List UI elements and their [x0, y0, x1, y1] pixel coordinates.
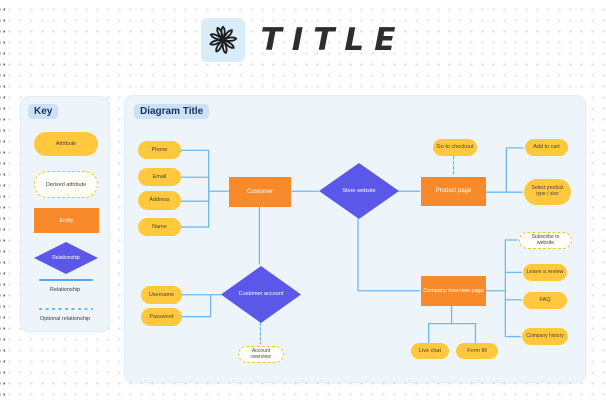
node-label: Account overview: [251, 347, 271, 360]
node-label: Company history: [526, 332, 564, 339]
node-label: Add to cart: [533, 144, 560, 151]
node-product-page[interactable]: Product page: [421, 177, 486, 206]
board-header: TITLE: [0, 18, 606, 62]
node-label: Leave a review: [526, 269, 564, 276]
key-relationship-line-sample[interactable]: [39, 279, 93, 281]
node-label: Customer account: [238, 291, 284, 298]
node-phone[interactable]: Phone: [138, 141, 181, 159]
node-label: Password: [149, 313, 174, 320]
key-entity-label: Entity: [59, 217, 74, 224]
node-label: Product page: [435, 188, 472, 195]
node-label: Email: [152, 173, 167, 180]
node-label: Store website: [342, 187, 376, 194]
node-label: FAQ: [539, 297, 551, 304]
node-label: Customer: [246, 188, 273, 195]
node-live-chat[interactable]: Live chat: [411, 343, 449, 359]
node-label: Company overview page: [423, 287, 484, 294]
node-select-product-type[interactable]: Select product type / size: [524, 179, 571, 205]
diagram-panel: Diagram Title P: [124, 95, 586, 383]
node-account-overview[interactable]: Account overview: [238, 346, 284, 363]
key-attribute-sample[interactable]: Attribute: [34, 132, 98, 156]
key-badge[interactable]: Key: [28, 104, 59, 119]
node-email[interactable]: Email: [138, 168, 181, 186]
node-company-history[interactable]: Company history: [522, 328, 568, 345]
node-label: Name: [152, 223, 167, 230]
node-add-to-cart[interactable]: Add to cart: [525, 139, 568, 156]
node-go-to-checkout[interactable]: Go to checkout: [433, 139, 477, 156]
node-label: Go to checkout: [436, 144, 474, 151]
key-derived-attribute-sample[interactable]: Derived attribute: [34, 171, 98, 198]
flower-icon-svg: [208, 25, 237, 55]
key-relationship-diamond-label: Relationship: [52, 255, 80, 261]
key-attribute-label: Attribute: [55, 141, 77, 147]
node-customer[interactable]: Customer: [229, 177, 291, 207]
node-name[interactable]: Name: [138, 218, 181, 236]
node-company-overview-page[interactable]: Company overview page: [421, 276, 486, 306]
node-username[interactable]: Username: [141, 286, 182, 304]
key-relationship-diamond-sample[interactable]: Relationship: [34, 242, 98, 274]
key-panel: Key Attribute Derived attribute Entity R…: [20, 96, 110, 332]
key-derived-label: Derived attribute: [45, 181, 87, 188]
node-label: Subscribe to website: [531, 233, 560, 246]
node-subscribe-to-website[interactable]: Subscribe to website: [519, 232, 572, 249]
canvas-edge-dots: [0, 0, 5, 404]
node-label: Live chat: [418, 347, 441, 354]
node-label: Username: [148, 291, 175, 298]
node-label: Phone: [151, 146, 168, 153]
node-label: Address: [149, 197, 170, 204]
node-form-fill[interactable]: Form fill: [456, 343, 498, 359]
node-label: Select product type / size: [531, 185, 564, 197]
node-faq[interactable]: FAQ: [523, 292, 567, 309]
node-password[interactable]: Password: [141, 308, 182, 326]
page-title[interactable]: TITLE: [260, 22, 406, 58]
diagram-title-badge[interactable]: Diagram Title: [134, 104, 210, 119]
node-leave-a-review[interactable]: Leave a review: [523, 264, 567, 281]
node-label: Form fill: [467, 347, 487, 354]
key-optional-relationship-line-sample[interactable]: [39, 308, 93, 310]
key-entity-sample[interactable]: Entity: [34, 208, 99, 233]
key-relationship-line-label: Relationship: [49, 287, 81, 293]
connector-lines: [180, 147, 524, 345]
key-optional-relationship-label: Optional relationship: [39, 316, 91, 322]
flower-doodle-icon[interactable]: [200, 18, 245, 62]
node-address[interactable]: Address: [138, 191, 181, 210]
